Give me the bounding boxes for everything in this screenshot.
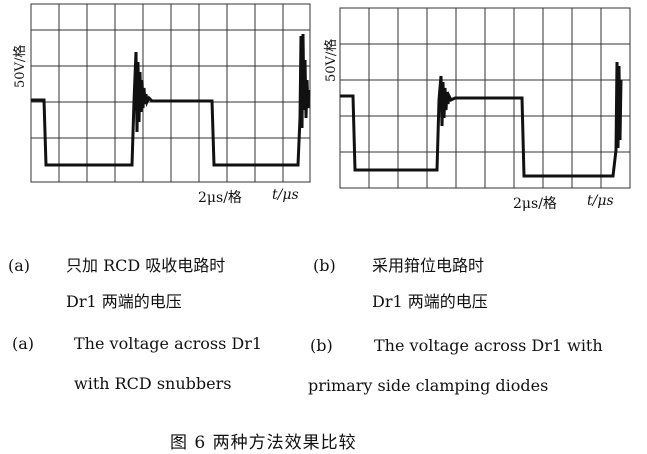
caption-b-cn-line1: 采用箝位电路时: [372, 256, 485, 275]
scope-b-y-scale-label: 50V/格: [324, 38, 339, 82]
caption-a-label: (a): [8, 256, 31, 275]
caption-a-en-line1: The voltage across Dr1: [74, 334, 263, 353]
caption-b-cn-line2: Dr1 两端的电压: [372, 292, 488, 311]
scope-a-svg: [30, 3, 311, 183]
scope-b-waveform: [340, 61, 623, 178]
caption-a-cn-line1: 只加 RCD 吸收电路时: [66, 256, 226, 275]
caption-b-en-line1: The voltage across Dr1 with: [374, 336, 603, 355]
scope-a-y-scale-label: 50V/格: [13, 44, 28, 88]
caption-a-cn-line2: Dr1 两端的电压: [66, 292, 182, 311]
figure-title: 图 6 两种方法效果比较: [170, 433, 357, 453]
caption-b-en-label: (b): [310, 336, 333, 355]
scope-b-grid: [339, 7, 631, 189]
scope-panel-b: 50V/格 2μs/格 t/μs: [320, 0, 640, 212]
scope-a-grid: [30, 3, 311, 183]
scope-a-waveform: [31, 33, 311, 167]
caption-b-label: (b): [313, 256, 336, 275]
caption-a-en-line2: with RCD snubbers: [74, 374, 232, 393]
scope-b-svg: [339, 7, 631, 189]
scope-panel-a: 50V/格 2μs/格 t/μs: [0, 0, 320, 206]
scope-b-x-unit-label: t/μs: [587, 193, 614, 209]
scope-a-x-scale-label: 2μs/格: [198, 190, 242, 206]
caption-a-en-label: (a): [12, 334, 35, 353]
scope-a-x-unit-label: t/μs: [272, 187, 299, 203]
scope-b-x-scale-label: 2μs/格: [513, 196, 557, 212]
caption-b-en-line2: primary side clamping diodes: [308, 376, 549, 395]
